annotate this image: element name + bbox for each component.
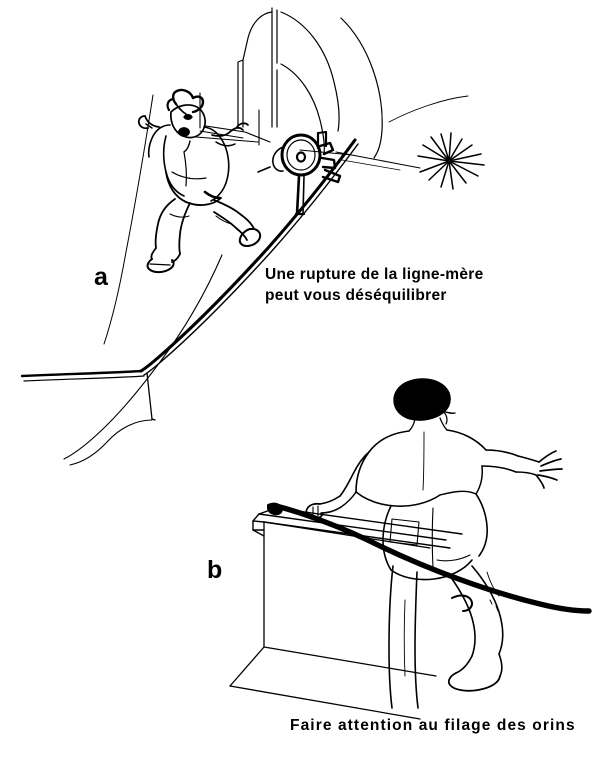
horizon-strokes: [388, 95, 469, 123]
running-buoy-line: [267, 502, 592, 614]
caption-panel-b: Faire attention au filage des orins: [290, 716, 576, 736]
panel-a-artwork: [20, 7, 485, 466]
falling-fisherman: [137, 88, 262, 274]
panel-b-artwork: [229, 378, 592, 720]
left-rail-line: [103, 94, 154, 345]
boat-hull-sheer-line: [20, 138, 359, 382]
caption-panel-a-line-2: peut vous déséquilibrer: [265, 287, 447, 304]
panel-label-a: a: [94, 263, 108, 291]
block-and-sheave: [257, 130, 342, 216]
gunwale-rail: [252, 507, 463, 549]
crouching-fisherman-back-view: [305, 378, 563, 709]
caption-panel-b-line-1: Faire attention au filage des orins: [290, 717, 576, 734]
caption-panel-a-line-1: Une rupture de la ligne-mère: [265, 266, 484, 283]
snapping-mother-line: [199, 125, 421, 171]
mast-and-sail-outline: [237, 7, 383, 159]
caption-panel-a: Une rupture de la ligne-mère peut vous d…: [265, 264, 595, 306]
deck-box: [229, 521, 437, 720]
bulwark-panel: [146, 372, 156, 421]
panel-label-b: b: [207, 556, 223, 584]
lower-hull-curve: [63, 254, 223, 466]
burst-star-icon: [417, 132, 485, 190]
